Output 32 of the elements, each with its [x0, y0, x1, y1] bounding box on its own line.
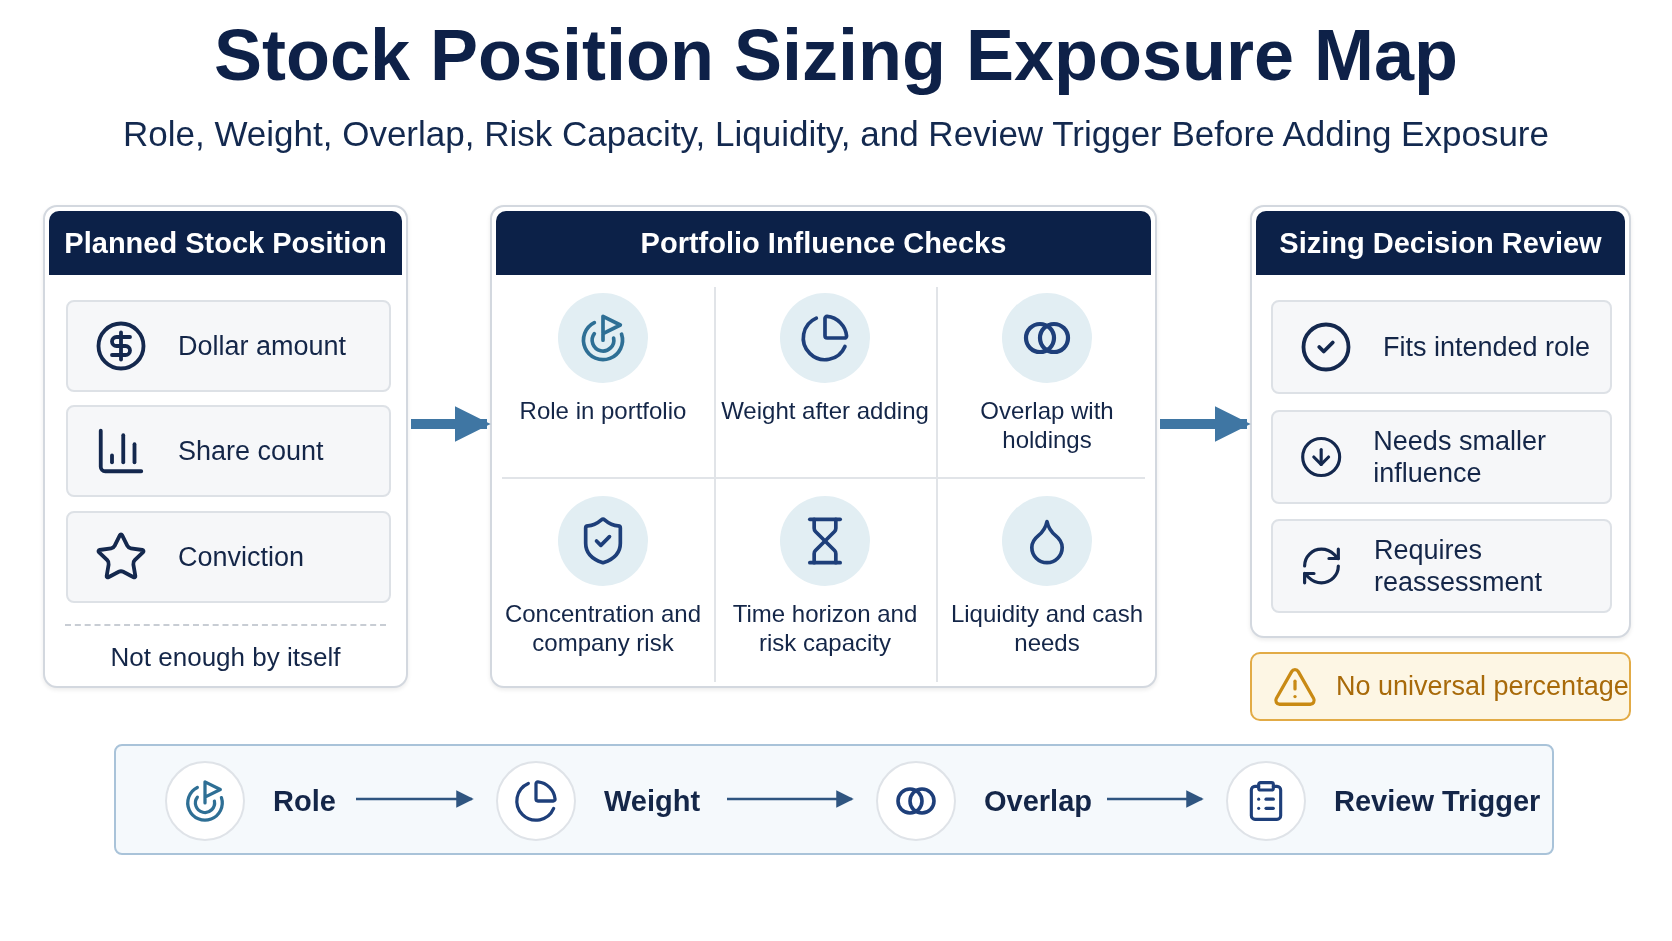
summary-band	[114, 744, 1554, 855]
arrow	[1160, 406, 1251, 442]
subtitle: Role, Weight, Overlap, Risk Capacity, Liquidity, and Review Trigger Before Adding Exposure	[122, 114, 1550, 154]
title: Stock Position Sizing Exposure Map	[212, 14, 1460, 96]
item-card: Dollar amount	[66, 300, 391, 392]
check-label: Weight after adding	[721, 397, 929, 426]
arrow	[727, 790, 854, 808]
step-label: Overlap	[984, 784, 1092, 818]
item-card: Fits intended role	[1271, 300, 1612, 394]
arrow	[411, 406, 491, 442]
arrow	[1107, 790, 1204, 808]
item-card: Needs smaller influence	[1271, 410, 1612, 504]
warning-box: No universal percentage	[1250, 652, 1631, 721]
check-label: Liquidity and cash needs	[949, 600, 1145, 658]
item-card: Share count	[66, 405, 391, 497]
step-label: Review Trigger	[1334, 784, 1541, 818]
check-label: Concentration and company risk	[503, 600, 703, 658]
panel	[1250, 205, 1631, 638]
panel-header: Planned Stock Position	[49, 211, 402, 275]
item-card: Requires reassessment	[1271, 519, 1612, 613]
step-label: Role	[273, 784, 336, 818]
panel-note: Not enough by itself	[109, 642, 342, 673]
panel	[490, 205, 1157, 688]
item-card: Conviction	[66, 511, 391, 603]
panel-header: Sizing Decision Review	[1256, 211, 1625, 275]
step-label: Weight	[604, 784, 701, 818]
panel	[43, 205, 408, 688]
panel-header: Portfolio Influence Checks	[496, 211, 1151, 275]
check-label: Overlap with holdings	[979, 397, 1115, 455]
check-label: Role in portfolio	[519, 397, 687, 426]
arrow	[356, 790, 474, 808]
check-label: Time horizon and risk capacity	[731, 600, 919, 658]
